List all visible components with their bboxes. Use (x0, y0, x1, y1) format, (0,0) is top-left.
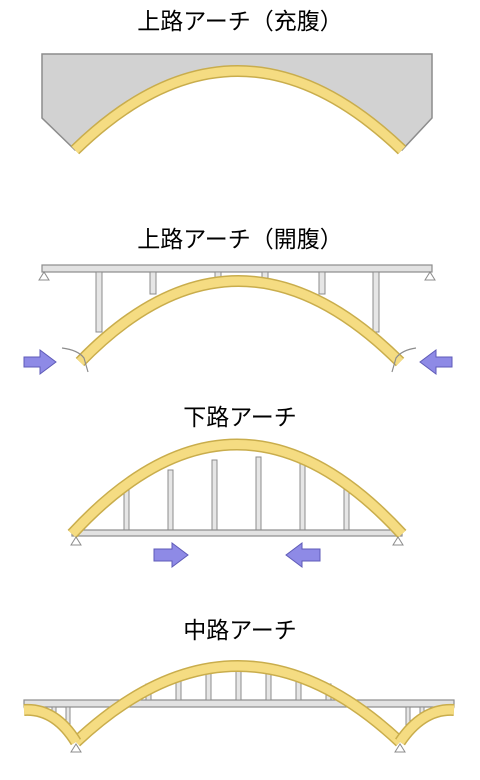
arch-rib-highlight (76, 276, 404, 366)
triangle-support-icon (70, 536, 82, 546)
title-half-through-arch: 中路アーチ (183, 618, 297, 644)
triangle-support-icon (424, 271, 436, 281)
title-through-arch: 下路アーチ (183, 405, 297, 431)
deck-girder (41, 264, 433, 273)
deck-arch-open-diagram (23, 264, 453, 375)
side-span-right-highlight (396, 705, 455, 745)
spandrel-columns (95, 271, 380, 333)
arch-rib-highlight (72, 661, 404, 746)
deck-girder (23, 699, 455, 708)
triangle-support-icon (38, 271, 50, 281)
triangle-support-icon (394, 743, 406, 753)
triangle-support-icon (392, 536, 404, 546)
thrust-arrow-icon (285, 542, 321, 568)
deck-arch-solid-diagram (41, 53, 433, 155)
side-span-left-highlight (23, 705, 80, 745)
thrust-arrow-icon (153, 542, 189, 568)
through-arch-diagram (67, 438, 407, 568)
deck-girder (71, 529, 403, 537)
abutment-left (61, 347, 89, 373)
arch-rib-highlight (71, 66, 406, 154)
thrust-arrow-icon (419, 349, 453, 375)
triangle-support-icon (70, 743, 82, 753)
title-deck-arch-solid: 上路アーチ（充腹） (137, 9, 343, 35)
abutment-right (391, 347, 417, 373)
thrust-arrow-icon (23, 349, 57, 375)
half-through-arch-diagram (23, 660, 455, 753)
title-deck-arch-open: 上路アーチ（開腹） (137, 227, 343, 253)
arch-rib-highlight (68, 440, 406, 538)
